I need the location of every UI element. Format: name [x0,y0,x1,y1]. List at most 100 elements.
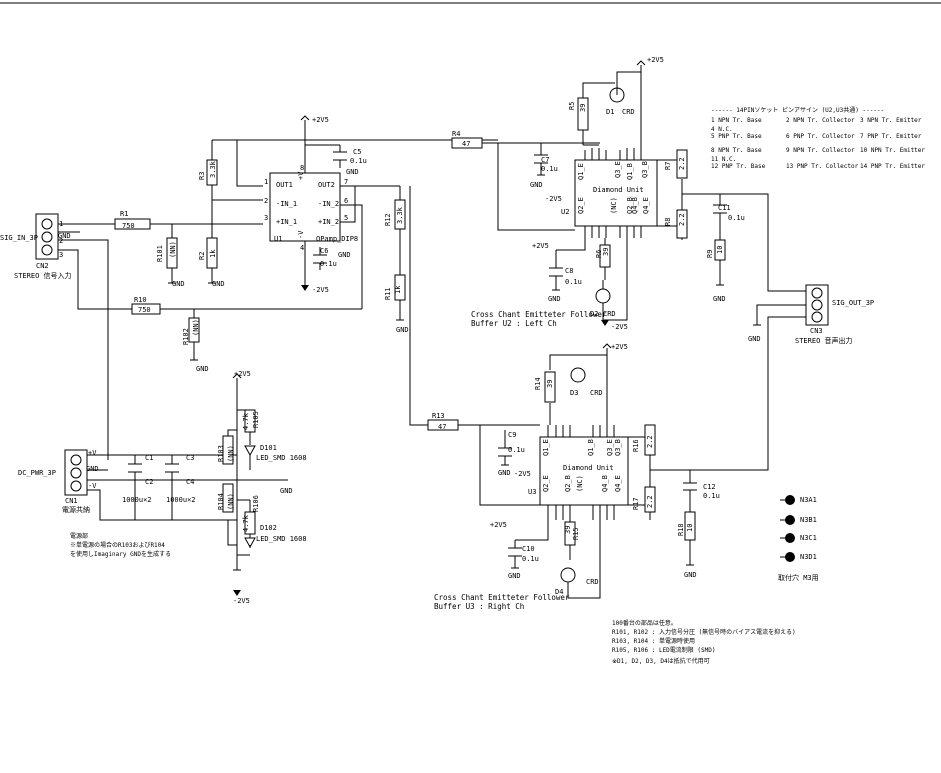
label-pin-row6-c: 14 PNP Tr. Emitter [860,163,925,170]
label-r102-val: (NN) [192,319,200,336]
label-q3e: Q3_E [614,161,622,178]
label-gnd: GND [346,168,359,176]
label-q4e: Q4_E [614,475,622,492]
label-diamond: Diamond Unit [593,186,644,194]
label-r3-val: 3.3k [209,160,217,178]
label-pin-row2-a: 4 N.C. [711,126,733,133]
label-r15: R15 [572,527,580,540]
label-gnd: GND [748,335,761,343]
label-gnd: GND [684,571,697,579]
label-diamond: Diamond Unit [563,464,614,472]
label-r18-val: 10 [686,524,694,532]
label-pwr-common: 電源共納 [62,505,90,514]
label-bom-4: ※D1, D2, D3, D4は抵抗で代用可 [612,657,710,665]
label-r104: R104 [217,493,225,510]
label-in1p: +IN_1 [276,218,297,226]
label-gnd: GND [498,469,511,477]
label-r9: R9 [706,250,714,258]
label-q1e: Q1_E [577,163,585,180]
label-r16: R16 [632,439,640,452]
schematic-wires [0,2,941,599]
label-r9-val: 10 [716,246,724,254]
label-out1: OUT1 [276,181,293,189]
label-c7: C7 [541,156,549,164]
label-p6: 6 [344,197,348,205]
label-u1: U1 [274,235,282,243]
label-out2: OUT2 [318,181,335,189]
label-gnd: GND [338,251,351,259]
label-r6-val: 39 [602,248,610,256]
label-c10-val: 0.1u [522,555,539,563]
label-u2: U2 [561,208,569,216]
label-pin-row1-b: 2 NPN Tr. Collector [786,117,855,124]
label-pin-row3-a: 5 PNP Tr. Base [711,133,762,140]
label-r101-val: (NN) [169,241,177,258]
label-n3a1: N3A1 [800,496,817,504]
label-notes-title: 電源部 [70,532,88,540]
label-d102: D102 [260,524,277,532]
label-cn2: CN2 [36,262,49,270]
label-q3e: Q3_E [606,439,614,456]
label-u3: U3 [528,488,536,496]
label-nc: (NC) [576,475,584,492]
label-crd: CRD [586,578,599,586]
label-sig-in: SIG_IN_3P [0,234,38,242]
label-r103: R103 [217,445,225,462]
label-n3b1: N3B1 [800,516,817,524]
label-r2-val: 1k [209,249,217,258]
label-ccef-u2: Cross Chant Emitteter Follower [471,310,607,319]
label-pin-row3-b: 6 PNP Tr. Collector [786,133,855,140]
label-gnd: GND [280,487,293,495]
label-c8: C8 [565,267,573,275]
label-r17-val: 2.2 [646,495,654,508]
label-d1: D1 [606,108,614,116]
label-q2e: Q2_E [577,197,585,214]
label-led: LED_SMD 1608 [256,454,307,462]
label-r4k7: 4.7k [242,412,250,430]
label-c1: C1 [145,454,153,462]
label-r11-val: 1k [394,285,402,294]
label-c11-val: 0.1u [728,214,745,222]
label-r7-val: 2.2 [678,157,686,170]
label-p8: 8 [300,164,304,172]
label-notes-2: を使用しImaginary GNDを生成する [70,550,171,558]
label-plus2v5: +2V5 [234,370,251,378]
label-dc-pwr: DC_PWR_3P [18,469,56,477]
label-q1b: Q1_B [626,163,634,180]
label-cn1-vm: -V [88,482,97,490]
label-cn1: CN1 [65,497,78,505]
label-r105: R105 [252,411,260,428]
label-gnd: GND [548,295,561,303]
label-cn2-p2: 2 [59,237,63,245]
label-q4b: Q4_B [631,197,639,214]
label-c9: C9 [508,431,516,439]
label-p7: 7 [344,178,348,186]
label-pin-row4-b: 9 NPN Tr. Collector [786,147,855,154]
label-vp: +V [297,171,305,180]
label-crd: CRD [603,310,616,318]
label-led: LED_SMD 1608 [256,535,307,543]
label-r17: R17 [632,497,640,510]
label-r7: R7 [664,162,672,170]
label-r13: R13 [432,412,445,420]
label-r3: R3 [198,172,206,180]
label-c5-val: 0.1u [350,157,367,165]
label-r5-val: 39 [579,104,587,112]
label-sig-out: SIG_OUT_3P [832,299,874,307]
label-r16-val: 2.2 [646,435,654,448]
label-d3: D3 [570,389,578,397]
label-q2b: Q2_B [626,197,634,214]
label-pin-title: ------ 14PINソケット ピンアサイン (U2,U3共通) ------ [711,106,884,114]
label-q4e: Q4_E [642,197,650,214]
label-cn1-gnd: GND [86,465,99,473]
label-c2: C2 [145,478,153,486]
label-pin-row4-c: 10 NPN Tr. Emitter [860,147,925,154]
label-in2m: -IN_2 [318,200,339,208]
label-nn: (NN) [227,493,235,510]
label-c-val1: 1000u×2 [122,496,152,504]
label-r2: R2 [198,252,206,260]
label-pin-row4-a: 8 NPN Tr. Base [711,147,762,154]
label-crd: CRD [622,108,635,116]
label-nn: (NN) [227,445,235,462]
